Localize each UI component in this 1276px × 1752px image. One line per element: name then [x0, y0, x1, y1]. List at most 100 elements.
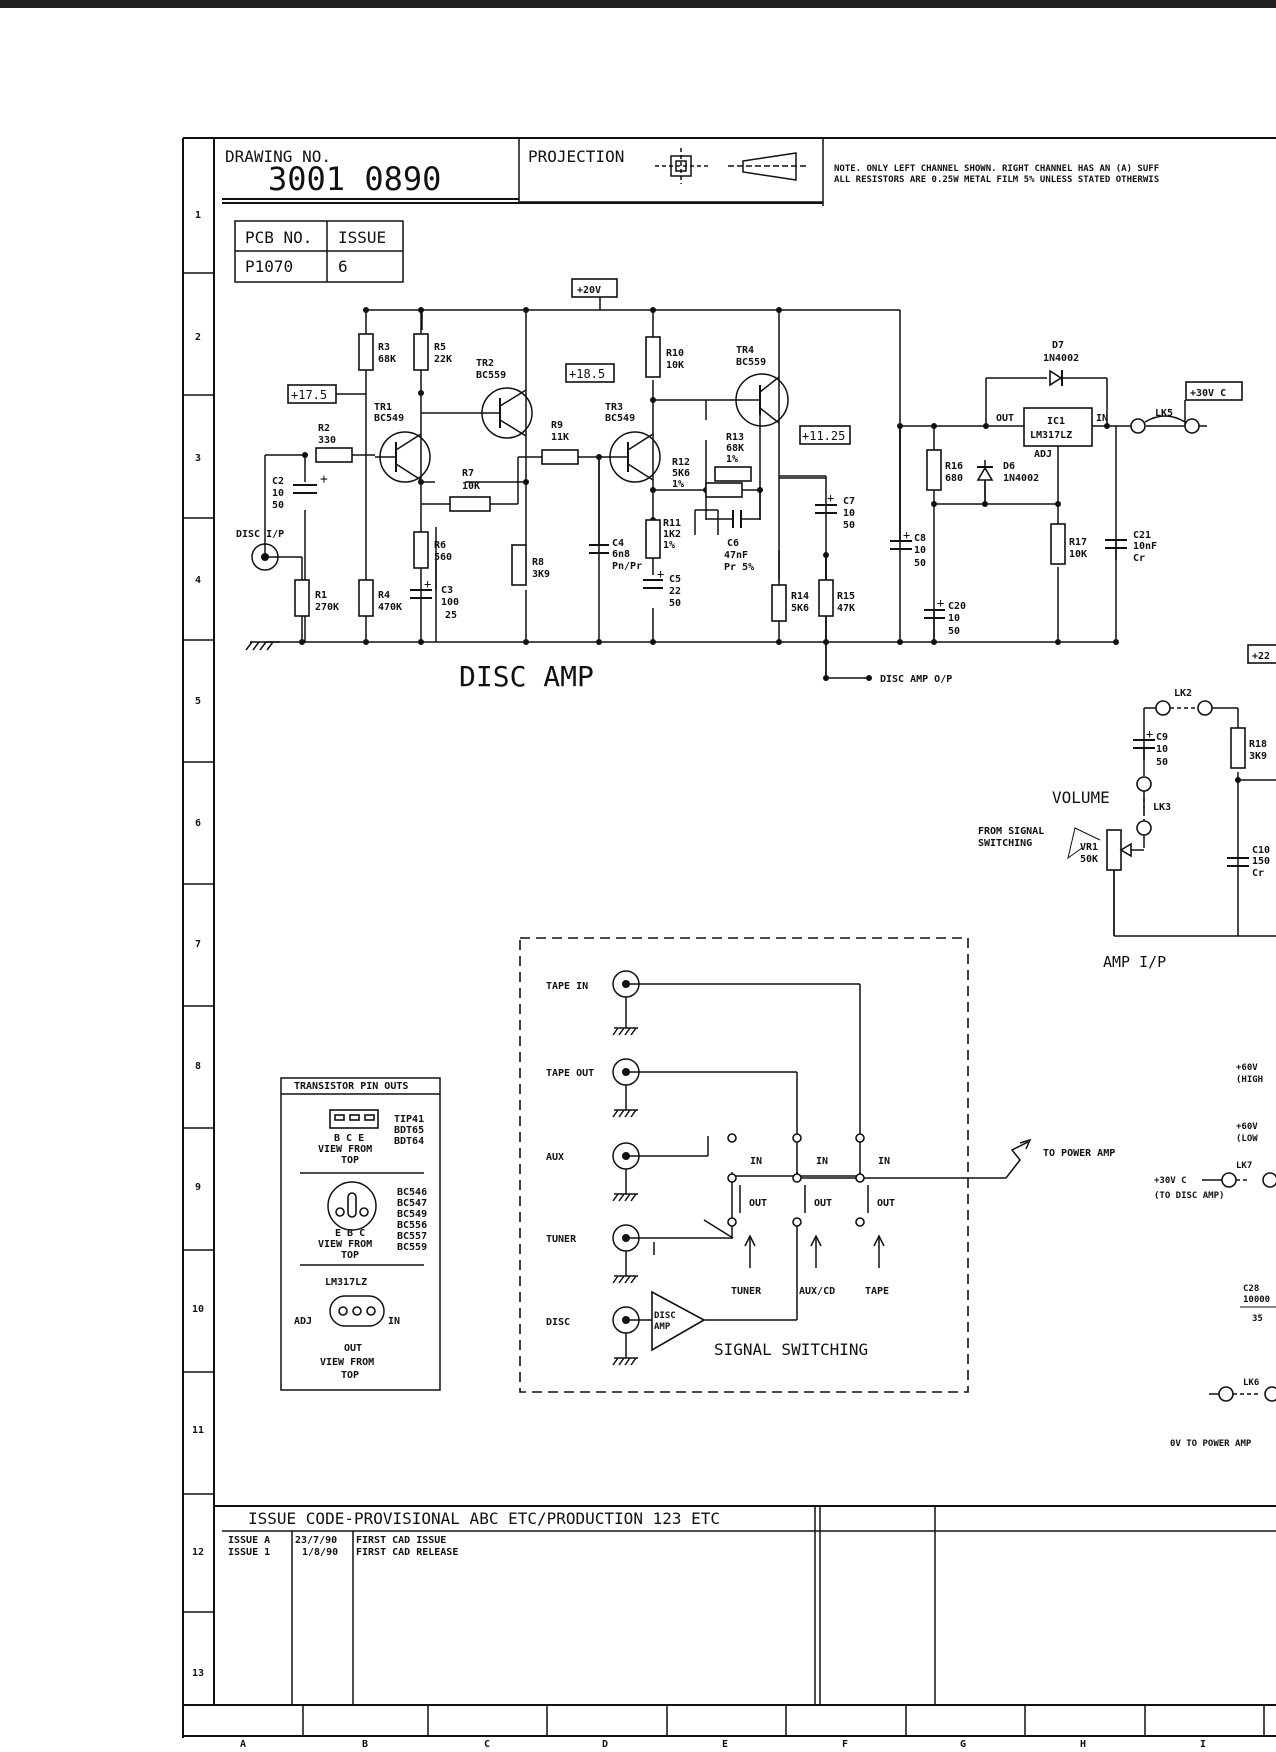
resistor-r17: R17 10K: [1050, 523, 1087, 565]
pcb-number: P1070: [245, 257, 293, 276]
rail-20v: +20V: [571, 278, 618, 298]
c9-ref: C9: [1156, 732, 1168, 743]
col-label: F: [842, 1739, 848, 1750]
row-labels: 1 2 3 4 5 6 7 8 9 10 11 12 13: [192, 210, 204, 1679]
r3-ref: R3: [378, 342, 390, 353]
c3-ref: C3: [441, 585, 453, 596]
d7-ref: D7: [1052, 340, 1064, 351]
c20-voltage: 50: [948, 626, 960, 637]
lk2-label: LK2: [1174, 688, 1192, 699]
rail-22-label: +22: [1252, 651, 1270, 662]
r11-ref: R11: [663, 518, 681, 529]
resistor-r8: R8 3K9: [511, 544, 550, 586]
link-lk5: LK5: [1130, 408, 1207, 434]
c3-voltage: 25: [445, 610, 457, 621]
jack-aux: AUX: [546, 1142, 640, 1194]
r12-tolerance: 1%: [672, 479, 684, 490]
g2-type-2: BC547: [397, 1198, 427, 1209]
supply-30v-label: +30V C: [1190, 388, 1226, 399]
c7-voltage: 50: [843, 520, 855, 531]
disc-amp-circuit: +20V +17.5 +18.5 +11.25 R3 68K R5 22K: [236, 278, 1116, 693]
r4-ref: R4: [378, 590, 390, 601]
tr4-type: BC559: [736, 357, 766, 368]
g3-view-1: VIEW FROM: [320, 1357, 374, 1368]
row-label: 7: [195, 939, 201, 950]
capacitor-c7: + C7 10 50: [815, 491, 855, 531]
tr1-ref: TR1: [374, 402, 392, 413]
lk5-label: LK5: [1155, 408, 1173, 419]
r14-value: 5K6: [791, 603, 809, 614]
row-label: 9: [195, 1182, 201, 1193]
g1-type-3: BDT64: [394, 1136, 424, 1147]
col-label: H: [1080, 1739, 1086, 1750]
to220-package-icon: [329, 1109, 379, 1129]
ground-icons: [612, 1027, 638, 1366]
resistor-r5: R5 22K: [413, 333, 452, 371]
switch-blades: [739, 1185, 869, 1213]
col-label: G: [960, 1739, 966, 1750]
row-label: 6: [195, 818, 201, 829]
disc-label: DISC: [546, 1317, 570, 1328]
c5-value: 22: [669, 586, 681, 597]
issue-label: ISSUE: [338, 228, 386, 247]
c2-voltage: 50: [272, 500, 284, 511]
disc-amp-title: DISC AMP: [459, 660, 594, 693]
c21-dielectric: Cr: [1133, 553, 1145, 564]
ic1-type: LM317LZ: [1030, 430, 1072, 441]
c20-value: 10: [948, 613, 960, 624]
row-label: 12: [192, 1547, 204, 1558]
c10-ref: C10: [1252, 845, 1270, 856]
g2-type-6: BC559: [397, 1242, 427, 1253]
switch-out-label: OUT: [814, 1198, 832, 1209]
ic1-pin-out: OUT: [996, 413, 1014, 424]
row-label: 4: [195, 575, 201, 586]
volume-title: VOLUME: [1052, 788, 1110, 807]
row-label: 10: [192, 1304, 204, 1315]
transistor-tr2: TR2 BC559: [421, 358, 533, 439]
r10-ref: R10: [666, 348, 684, 359]
c10-dielectric: Cr: [1252, 868, 1264, 879]
c7-ref: C7: [843, 496, 855, 507]
rail-20v-label: +20V: [577, 285, 601, 296]
pinouts-title: TRANSISTOR PIN OUTS: [294, 1081, 408, 1092]
polarity-plus-icon: +: [657, 567, 664, 581]
tr3-type: BC549: [605, 413, 635, 424]
r1-ref: R1: [315, 590, 327, 601]
pcb-no-label: PCB NO.: [245, 228, 312, 247]
signal-switching-title: SIGNAL SWITCHING: [714, 1340, 868, 1359]
supply-30v-c-note: (TO DISC AMP): [1154, 1191, 1224, 1201]
c2-ref: C2: [272, 476, 284, 487]
column-labels: A B C D E F G H I: [240, 1739, 1206, 1750]
to-power-amp-label: TO POWER AMP: [1043, 1148, 1115, 1159]
capacitor-c8: + C8 10 50: [890, 470, 926, 569]
link-lk3: LK3: [1136, 776, 1171, 836]
lo-supply-label: +60V: [1236, 1122, 1258, 1132]
issue-block-header: ISSUE CODE-PROVISIONAL ABC ETC/PRODUCTIO…: [248, 1509, 720, 1528]
polarity-plus-icon: +: [827, 491, 834, 505]
regulator-dots: [897, 423, 1119, 645]
c6-ref: C6: [727, 538, 739, 549]
r5-value: 22K: [434, 354, 452, 365]
c9-value: 10: [1156, 744, 1168, 755]
c10-value: 150: [1252, 856, 1270, 867]
row-label: 5: [195, 696, 201, 707]
c20-ref: C20: [948, 601, 966, 612]
issue-row-1-date: 23/7/90: [295, 1535, 337, 1546]
g3-title: LM317LZ: [325, 1277, 367, 1288]
g2-pins: E B C: [335, 1228, 365, 1239]
disc-input-label: DISC I/P: [236, 529, 284, 540]
col-label: I: [1200, 1739, 1206, 1750]
tuner-label: TUNER: [546, 1234, 577, 1245]
resistor-r18: R18 3K9: [1230, 727, 1267, 769]
g2-type-3: BC549: [397, 1209, 427, 1220]
r2-value: 330: [318, 435, 336, 446]
capacitor-c10: C10 150 Cr: [1227, 845, 1270, 879]
right-edge-labels: +60V (HIGH +60V (LOW LK7 +30V C (TO DISC…: [1154, 1063, 1276, 1449]
lm317lz-package-icon: [329, 1295, 385, 1327]
c4-value: 6n8: [612, 549, 630, 560]
c5-voltage: 50: [669, 598, 681, 609]
ov-label: 0V TO POWER AMP: [1170, 1439, 1252, 1449]
r15-value: 47K: [837, 603, 855, 614]
capacitor-c5: + C5 22 50: [643, 567, 681, 609]
